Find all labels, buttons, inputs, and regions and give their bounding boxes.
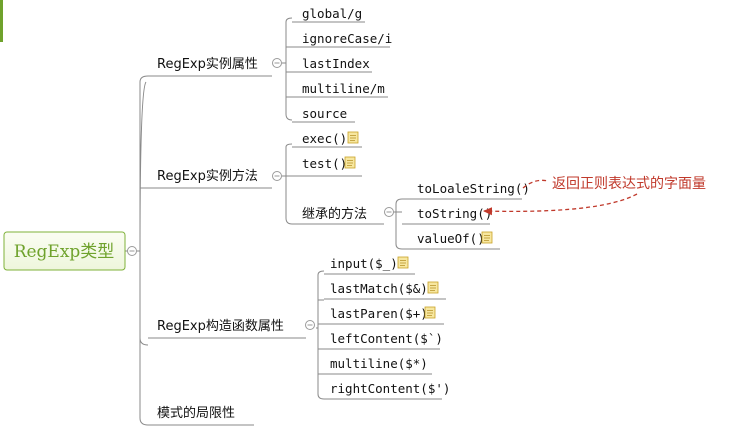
leaf-label: input($_) xyxy=(330,256,398,271)
leaf-node[interactable]: lastParen($+) xyxy=(324,306,444,325)
note-icon[interactable] xyxy=(347,131,359,144)
leaf-label: global/g xyxy=(302,6,362,21)
leaf-node[interactable]: valueOf() xyxy=(402,231,500,250)
note-icon[interactable] xyxy=(424,306,436,319)
branch-label: 模式的局限性 xyxy=(157,405,235,421)
note-icon[interactable] xyxy=(344,156,356,169)
leaf-label: valueOf() xyxy=(417,231,485,246)
leaf-label: lastMatch($&) xyxy=(330,281,428,296)
branch-instance-methods[interactable]: RegExp实例方法 xyxy=(148,168,272,189)
leaf-label: multiline/m xyxy=(302,81,385,96)
leaf-label: exec() xyxy=(302,131,347,146)
collapse-toggle-icon[interactable] xyxy=(272,171,282,181)
collapse-toggle-icon[interactable] xyxy=(305,320,315,330)
note-icon[interactable] xyxy=(397,256,409,269)
collapse-toggle-icon[interactable] xyxy=(384,207,394,217)
leaf-node[interactable]: multiline($*) xyxy=(324,356,432,375)
accent-bar xyxy=(0,0,3,42)
note-icon[interactable] xyxy=(427,281,439,294)
leaf-label: ignoreCase/i xyxy=(302,31,392,46)
leaf-node[interactable]: ignoreCase/i xyxy=(292,31,392,48)
leaf-label: toLoaleString() xyxy=(417,181,530,196)
leaf-node[interactable]: toLoaleString() xyxy=(402,181,530,200)
branch-label: 继承的方法 xyxy=(302,206,367,222)
root-label: RegExp类型 xyxy=(14,242,115,262)
leaf-label: source xyxy=(302,106,347,121)
branch-label: RegExp构造函数属性 xyxy=(157,319,284,334)
leaf-label: leftContent($`) xyxy=(330,331,443,346)
branch-label: RegExp实例方法 xyxy=(157,168,258,184)
leaf-label: multiline($*) xyxy=(330,356,428,371)
root-node[interactable]: RegExp类型 xyxy=(3,231,126,271)
branch-instance-properties[interactable]: RegExp实例属性 xyxy=(148,57,272,77)
collapse-toggle-icon[interactable] xyxy=(272,58,282,68)
leaf-node[interactable]: rightContent($') xyxy=(324,381,450,400)
branch-label: RegExp实例属性 xyxy=(157,57,258,72)
leaf-label: rightContent($') xyxy=(330,381,450,396)
leaf-node[interactable]: exec() xyxy=(292,131,362,148)
branch-constructor-properties[interactable]: RegExp构造函数属性 xyxy=(148,319,306,339)
connector-lines xyxy=(125,17,403,426)
leaf-label: lastParen($+) xyxy=(330,306,428,321)
leaf-label: toString() xyxy=(417,206,492,221)
leaf-node[interactable]: source xyxy=(292,106,355,123)
leaf-label: lastIndex xyxy=(302,56,370,71)
branch-inherited-methods[interactable]: 继承的方法 xyxy=(292,206,384,225)
leaf-node[interactable]: lastIndex xyxy=(292,56,372,73)
note-icon[interactable] xyxy=(481,231,493,244)
leaf-node[interactable]: leftContent($`) xyxy=(324,331,443,350)
branch-pattern-limitations[interactable]: 模式的局限性 xyxy=(148,405,254,426)
leaf-node[interactable]: multiline/m xyxy=(292,81,388,98)
annotation-callout: 返回正则表达式的字面量 xyxy=(483,176,706,216)
leaf-node[interactable]: input($_) xyxy=(324,256,415,275)
leaf-node[interactable]: lastMatch($&) xyxy=(324,281,446,300)
annotation-text: 返回正则表达式的字面量 xyxy=(552,176,706,192)
leaf-label: test() xyxy=(302,156,347,171)
leaf-node[interactable]: global/g xyxy=(292,6,365,23)
leaf-node[interactable]: test() xyxy=(292,156,362,177)
collapse-toggle-icon[interactable] xyxy=(127,246,137,256)
leaf-node[interactable]: toString() xyxy=(402,206,492,225)
